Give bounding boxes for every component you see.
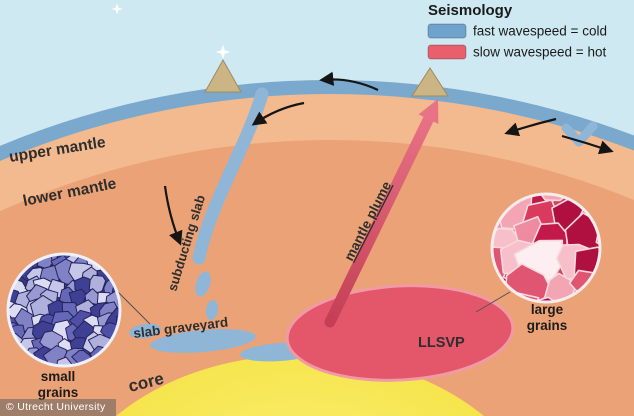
legend-label-hot: slow wavespeed = hot (473, 45, 606, 60)
legend-title: Seismology (428, 2, 513, 19)
flow-arrow-trench (251, 101, 305, 126)
llsvp-blob (285, 284, 515, 382)
slab-graveyard-blob (129, 323, 161, 339)
label-small-grains-line2: grains (38, 385, 79, 400)
mantle-plume-column (324, 112, 435, 328)
flow-arrow-surface-left (319, 71, 379, 91)
inset-large-grains-border (490, 192, 602, 304)
label-small-grains-line1: small (41, 369, 76, 384)
label-llsvp: LLSVP (418, 335, 465, 351)
legend-swatch-cold (427, 23, 467, 39)
sparkle-icon (111, 3, 123, 15)
volcano-left (204, 58, 242, 93)
label-large-grains-line2: grains (527, 318, 568, 333)
watermark-credit: © Utrecht University (0, 399, 116, 416)
slab-graveyard-blob (150, 329, 256, 353)
inset-right-connector (475, 291, 511, 313)
flow-arrow-slab-down (163, 185, 183, 246)
flow-arrow-right-outward (561, 134, 614, 155)
legend-swatch-hot (427, 44, 467, 60)
legend: Seismology fast wavespeed = cold slow wa… (427, 2, 607, 60)
volcano-right (411, 67, 449, 97)
flow-arrow-right-inward (504, 117, 557, 137)
label-large-grains-line1: large (531, 302, 564, 317)
mantle-plume-arrowhead (418, 99, 439, 124)
legend-label-cold: fast wavespeed = cold (473, 24, 607, 39)
slab-fragment (195, 271, 211, 297)
inset-small-grains-border (6, 252, 122, 368)
eruption-sparkle-icon (215, 44, 231, 60)
flow-arrows (163, 71, 614, 246)
slab-fragment (205, 300, 219, 320)
